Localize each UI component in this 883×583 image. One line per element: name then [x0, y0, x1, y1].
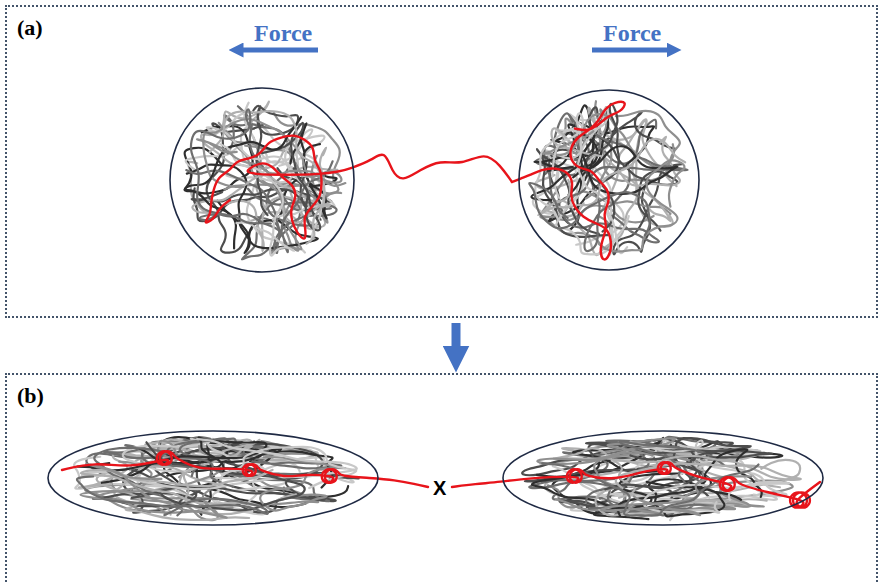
- polymer-chain: [197, 139, 341, 182]
- flow-arrow: [452, 323, 461, 359]
- crystal-outline: [170, 88, 354, 272]
- polymer-chain: [221, 144, 294, 255]
- tie-chain: [62, 451, 428, 487]
- polymer-chain: [601, 476, 751, 515]
- tie-chain: [512, 102, 625, 260]
- panel-label: (b): [17, 383, 44, 409]
- tie-chain: [452, 462, 820, 507]
- polymer-chain: [86, 464, 227, 518]
- force-arrow: [236, 48, 318, 53]
- crystal-outline: [519, 90, 699, 270]
- tie-chain: [206, 136, 512, 239]
- panel-frame: (a): [5, 5, 878, 318]
- force-label: Force: [603, 20, 661, 47]
- panel-label: (a): [17, 15, 43, 41]
- crystal-outline: [503, 431, 823, 525]
- break-mark: X: [431, 478, 448, 498]
- polymer-chain: [529, 183, 650, 235]
- force-label: Force: [254, 20, 312, 47]
- polymer-chain: [538, 139, 685, 215]
- crystal-outline: [48, 431, 378, 525]
- polymer-chain: [77, 477, 268, 516]
- polymer-chain: [589, 441, 724, 509]
- polymer-chain: [599, 160, 685, 251]
- force-arrow: [592, 48, 674, 53]
- polymer-chain: [552, 113, 627, 253]
